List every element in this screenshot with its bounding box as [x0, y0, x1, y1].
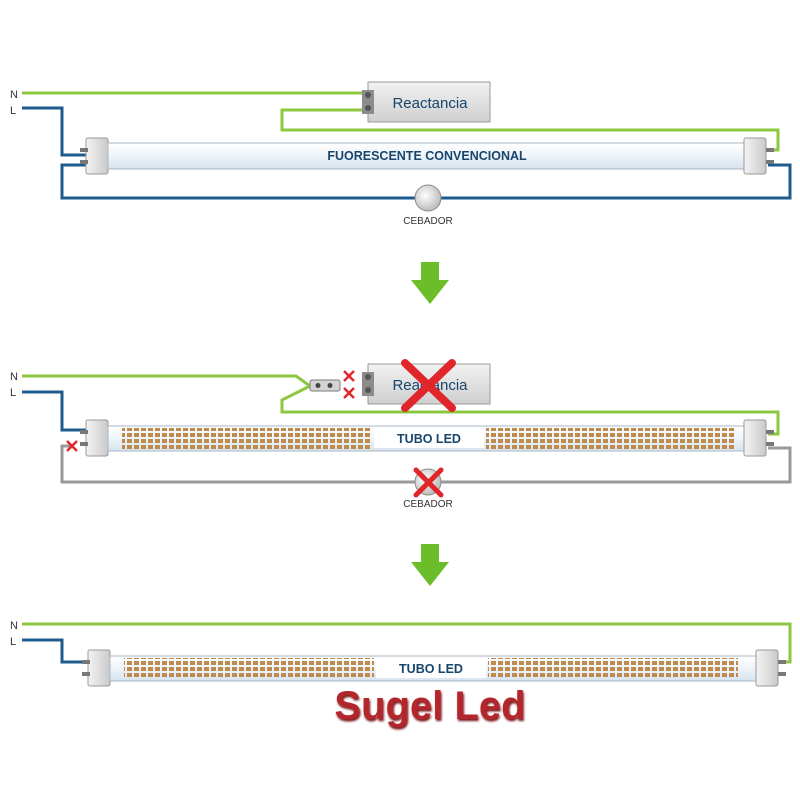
neutral-label: N — [10, 89, 18, 101]
led-tube: TUBO LED — [82, 649, 786, 687]
bypass-wire — [280, 384, 780, 436]
live-wire — [22, 106, 88, 157]
disconnect-x-icon — [343, 370, 355, 399]
ballast-box: Reactancia — [362, 81, 491, 123]
led-tube-label: TUBO LED — [399, 662, 463, 676]
section-led-final: N L TUBO LED — [10, 620, 792, 687]
live-label: L — [10, 387, 16, 399]
brand-logo: Sugel Led — [334, 684, 526, 728]
neutral-wire — [22, 374, 311, 388]
led-tube: TUBO LED — [80, 419, 774, 457]
live-wire — [22, 638, 86, 664]
starter-label: CEBADOR — [403, 216, 452, 227]
disconnect-x-icon — [66, 440, 78, 452]
live-label: L — [10, 636, 16, 648]
starter-removed: CEBADOR — [403, 467, 453, 510]
fluorescent-tube: FUORESCENTE CONVENCIONAL — [80, 137, 774, 175]
led-tube-label: TUBO LED — [397, 432, 461, 446]
neutral-label: N — [10, 620, 18, 632]
fluorescent-tube-label: FUORESCENTE CONVENCIONAL — [327, 149, 527, 163]
remove-x-icon — [401, 359, 456, 412]
neutral-label: N — [10, 371, 18, 383]
down-arrow-icon — [411, 544, 449, 586]
live-label: L — [10, 105, 16, 117]
ballast-label: Reactancia — [392, 95, 468, 112]
section-fluorescent: N L Reactancia FUORESCENTE CONVENCIONAL — [10, 81, 792, 227]
section-retrofit: N L Reactancia — [10, 359, 792, 510]
down-arrow-icon — [411, 262, 449, 304]
wire-connector — [309, 379, 341, 392]
live-wire — [22, 390, 86, 432]
starter-label: CEBADOR — [403, 499, 452, 510]
starter: CEBADOR — [403, 184, 453, 227]
